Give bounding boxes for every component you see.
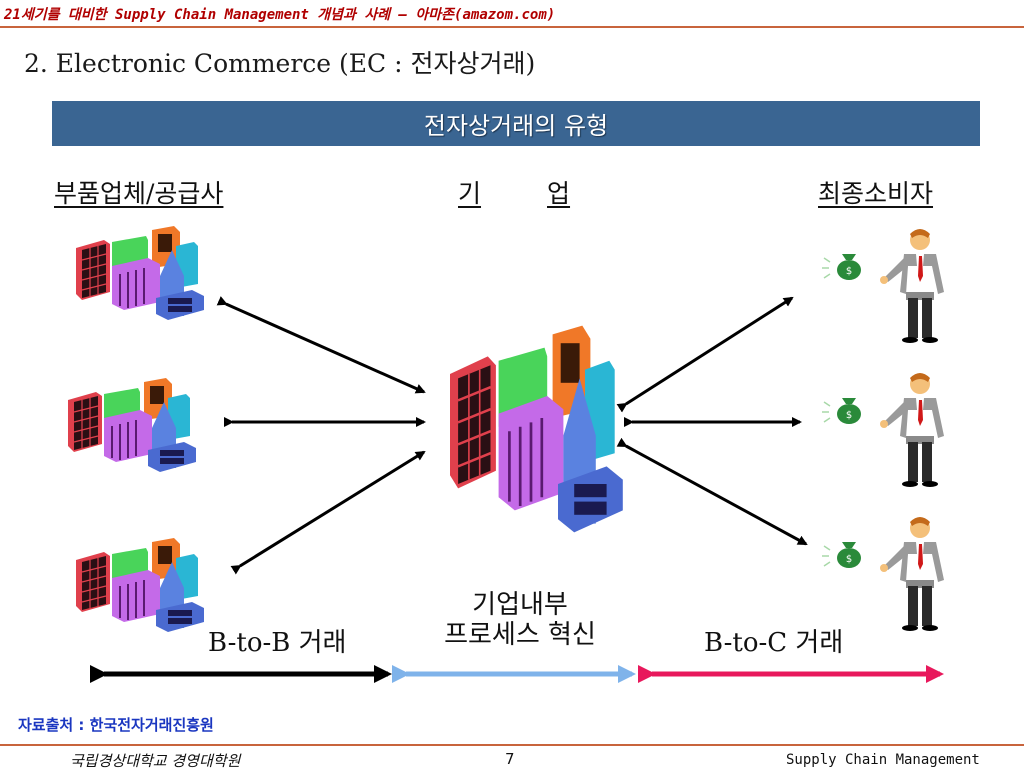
supplier-building-icon-3: [75, 537, 205, 633]
internal-caption-line1: 기업내부: [472, 590, 568, 620]
b2b-caption: B-to-B 거래: [208, 628, 347, 658]
banner-label: 전자상거래의 유형: [423, 112, 609, 140]
column-enterprise-char1: 기: [458, 179, 482, 208]
b2b-link-arrow-3: [230, 450, 426, 575]
b2c-link-arrow-3: [616, 437, 808, 546]
enterprise-building-icon: [450, 326, 623, 533]
section-title: 2. Electronic Commerce (EC : 전자상거래): [24, 49, 536, 78]
banner: 전자상거래의 유형: [52, 101, 980, 146]
supplier-building-icon-2: [67, 377, 197, 473]
consumer-icon-2: [821, 373, 944, 487]
column-suppliers: 부품업체/공급사: [54, 179, 224, 208]
internal-caption: 기업내부 프로세스 혁신: [420, 590, 620, 650]
consumer-icon-1: [821, 229, 944, 343]
source-note: 자료출처 : 한국전자거래진흥원: [18, 716, 214, 734]
header-rule: [0, 26, 1024, 28]
b2c-link-arrow-1: [616, 296, 794, 413]
footer-rule: [0, 744, 1024, 746]
column-consumers: 최종소비자: [818, 179, 934, 208]
consumer-icon-3: [821, 517, 944, 631]
deck-title: 21세기를 대비한 Supply Chain Management 개념과 사례…: [4, 7, 556, 23]
footer-course: Supply Chain Management: [786, 752, 980, 768]
internal-caption-line2: 프로세스 혁신: [444, 620, 596, 650]
footer-school: 국립경상대학교 경영대학원: [70, 752, 241, 770]
column-enterprise-char2: 업: [547, 179, 571, 208]
b2b-link-arrow-1: [216, 296, 426, 394]
supplier-building-icon-1: [75, 225, 205, 321]
b2c-caption: B-to-C 거래: [704, 628, 844, 658]
page-number: 7: [505, 750, 515, 768]
